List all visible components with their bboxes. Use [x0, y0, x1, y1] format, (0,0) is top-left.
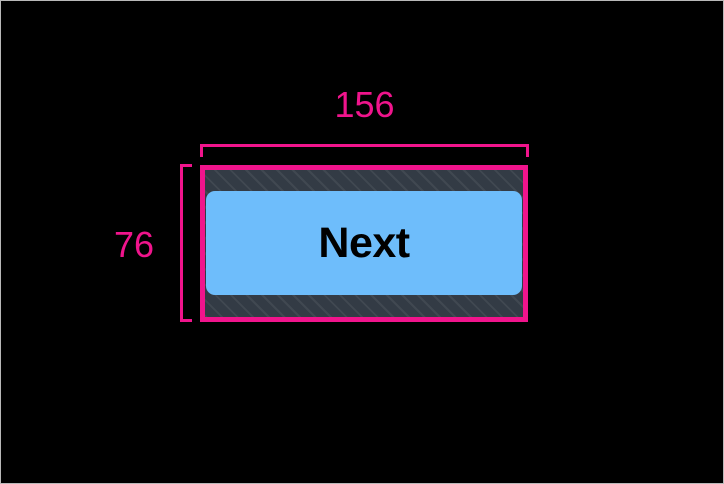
- measurement-outline: [200, 165, 528, 322]
- width-dimension-label: 156: [334, 84, 395, 125]
- height-dimension-bracket: [180, 164, 192, 322]
- next-button-label: Next: [318, 218, 410, 267]
- next-button[interactable]: Next: [206, 191, 522, 295]
- height-dimension-label: 76: [113, 224, 155, 265]
- width-dimension-bracket: [200, 144, 529, 157]
